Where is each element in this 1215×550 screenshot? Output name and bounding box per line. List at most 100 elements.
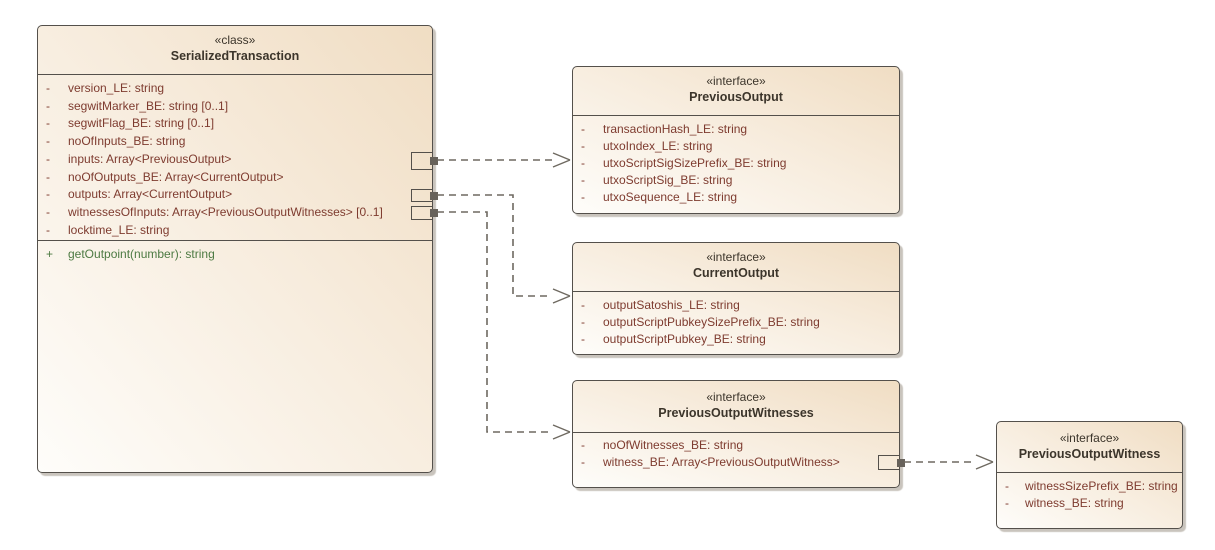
visibility-marker: - <box>46 204 50 219</box>
visibility-marker: - <box>581 173 585 187</box>
visibility-marker: - <box>46 169 50 184</box>
interface-box-current-output[interactable]: «interface» CurrentOutput - outputSatosh… <box>572 242 900 355</box>
attribute-text: segwitFlag_BE: string [0..1] <box>68 116 215 131</box>
attribute-text: outputScriptPubkey_BE: string <box>603 332 766 346</box>
attribute-text: utxoScriptSig_BE: string <box>603 173 733 187</box>
attribute-row: - outputScriptPubkeySizePrefix_BE: strin… <box>581 314 895 331</box>
attribute-row: - utxoScriptSig_BE: string <box>581 172 895 189</box>
visibility-marker: - <box>581 156 585 170</box>
visibility-marker: - <box>581 438 585 452</box>
attribute-text: noOfOutputs_BE: Array<CurrentOutput> <box>68 169 284 184</box>
interface-header: «interface» PreviousOutputWitness <box>997 422 1182 472</box>
attribute-text: outputs: Array<CurrentOutput> <box>68 187 233 202</box>
visibility-marker: + <box>46 247 54 261</box>
attribute-row: - utxoScriptSigSizePrefix_BE: string <box>581 155 895 172</box>
interface-name: CurrentOutput <box>692 266 780 280</box>
attributes-compartment: - transactionHash_LE: string - utxoIndex… <box>573 115 899 212</box>
attribute-text: witness_BE: string <box>1025 496 1124 510</box>
visibility-marker: - <box>46 187 50 202</box>
visibility-marker: - <box>46 81 50 95</box>
feature-link-bracket-witness-be <box>878 455 900 470</box>
attribute-row: - utxoIndex_LE: string <box>581 138 895 155</box>
attribute-text: outputScriptPubkeySizePrefix_BE: string <box>603 315 820 329</box>
interface-name: PreviousOutputWitnesses <box>658 406 814 420</box>
attribute-text: outputSatoshis_LE: string <box>603 298 740 312</box>
class-box-serialized-transaction[interactable]: «class» SerializedTransaction - version_… <box>37 25 433 473</box>
attribute-text: witness_BE: Array<PreviousOutputWitness> <box>603 455 840 469</box>
attribute-text: witnessesOfInputs: Array<PreviousOutputW… <box>68 204 383 219</box>
feature-link-bracket-outputs <box>411 189 433 202</box>
attributes-compartment: - witnessSizePrefix_BE: string - witness… <box>997 472 1182 527</box>
visibility-marker: - <box>581 298 585 312</box>
attribute-row: - witnessSizePrefix_BE: string <box>1005 478 1178 495</box>
visibility-marker: - <box>581 332 585 346</box>
stereotype-label: «interface» <box>706 390 766 404</box>
attribute-text: inputs: Array<PreviousOutput> <box>68 151 232 166</box>
connector-witnesses-to-previous-output-witnesses[interactable] <box>437 211 571 440</box>
visibility-marker: - <box>46 116 50 131</box>
attribute-row: - witness_BE: Array<PreviousOutputWitnes… <box>581 454 895 471</box>
visibility-marker: - <box>46 98 50 113</box>
attribute-text: noOfWitnesses_BE: string <box>603 438 744 452</box>
attribute-text: utxoScriptSigSizePrefix_BE: string <box>603 156 787 170</box>
attributes-compartment: - version_LE: string - segwitMarker_BE: … <box>38 74 432 240</box>
operation-row: + getOutpoint(number): string <box>46 246 428 264</box>
visibility-marker: - <box>581 139 585 153</box>
visibility-marker: - <box>46 151 50 166</box>
feature-link-bracket-inputs <box>411 152 433 170</box>
interface-header: «interface» CurrentOutput <box>573 243 899 291</box>
operation-text: getOutpoint(number): string <box>68 247 215 261</box>
attribute-row: - transactionHash_LE: string <box>581 121 895 138</box>
visibility-marker: - <box>581 190 585 204</box>
attribute-row: - outputSatoshis_LE: string <box>581 297 895 314</box>
attribute-row: - utxoSequence_LE: string <box>581 189 895 206</box>
attribute-text: noOfInputs_BE: string <box>68 134 186 149</box>
stereotype-label: «interface» <box>1059 431 1120 445</box>
visibility-marker: - <box>1005 479 1009 493</box>
attribute-text: utxoSequence_LE: string <box>603 190 738 204</box>
interface-box-previous-output-witnesses[interactable]: «interface» PreviousOutputWitnesses - no… <box>572 380 900 488</box>
attribute-text: utxoIndex_LE: string <box>603 139 713 153</box>
stereotype-label: «class» <box>214 33 256 47</box>
attribute-row: - noOfOutputs_BE: Array<CurrentOutput> <box>46 169 428 187</box>
visibility-marker: - <box>46 222 50 237</box>
interface-header: «interface» PreviousOutput <box>573 67 899 115</box>
visibility-marker: - <box>581 122 585 136</box>
attribute-text: segwitMarker_BE: string [0..1] <box>68 98 229 113</box>
visibility-marker: - <box>1005 496 1009 510</box>
visibility-marker: - <box>581 315 585 329</box>
attribute-row: - noOfInputs_BE: string <box>46 133 428 151</box>
interface-box-previous-output[interactable]: «interface» PreviousOutput - transaction… <box>572 66 900 214</box>
attribute-text: version_LE: string <box>68 81 165 95</box>
attribute-row: - segwitMarker_BE: string [0..1] <box>46 98 428 116</box>
class-header: «class» SerializedTransaction <box>38 26 432 74</box>
connector-witness-to-previous-output-witness[interactable] <box>904 454 994 470</box>
attribute-text: witnessSizePrefix_BE: string <box>1025 479 1178 493</box>
connector-inputs-to-previous-output[interactable] <box>437 152 571 168</box>
feature-link-bracket-witnesses <box>411 206 433 220</box>
interface-name: PreviousOutputWitness <box>1018 447 1161 461</box>
visibility-marker: - <box>581 455 585 469</box>
attribute-row: - locktime_LE: string <box>46 222 428 240</box>
visibility-marker: - <box>46 134 50 149</box>
attribute-row: - inputs: Array<PreviousOutput> <box>46 151 428 169</box>
attribute-text: transactionHash_LE: string <box>603 122 748 136</box>
attributes-compartment: - outputSatoshis_LE: string - outputScri… <box>573 291 899 353</box>
stereotype-label: «interface» <box>706 250 766 264</box>
attribute-text: locktime_LE: string <box>68 222 170 237</box>
attribute-row: - witnessesOfInputs: Array<PreviousOutpu… <box>46 204 428 222</box>
stereotype-label: «interface» <box>706 74 766 88</box>
attribute-row: - witness_BE: string <box>1005 495 1178 512</box>
attribute-row: - segwitFlag_BE: string [0..1] <box>46 115 428 133</box>
interface-header: «interface» PreviousOutputWitnesses <box>573 381 899 432</box>
attribute-row: - noOfWitnesses_BE: string <box>581 437 895 454</box>
operations-compartment: + getOutpoint(number): string <box>38 240 432 471</box>
attributes-compartment: - noOfWitnesses_BE: string - witness_BE:… <box>573 432 899 486</box>
attribute-row: - outputs: Array<CurrentOutput> <box>46 186 428 204</box>
interface-name: PreviousOutput <box>689 90 783 104</box>
attribute-row: - version_LE: string <box>46 80 428 98</box>
attribute-row: - outputScriptPubkey_BE: string <box>581 331 895 348</box>
interface-box-previous-output-witness[interactable]: «interface» PreviousOutputWitness - witn… <box>996 421 1183 529</box>
connector-outputs-to-current-output[interactable] <box>437 194 571 304</box>
